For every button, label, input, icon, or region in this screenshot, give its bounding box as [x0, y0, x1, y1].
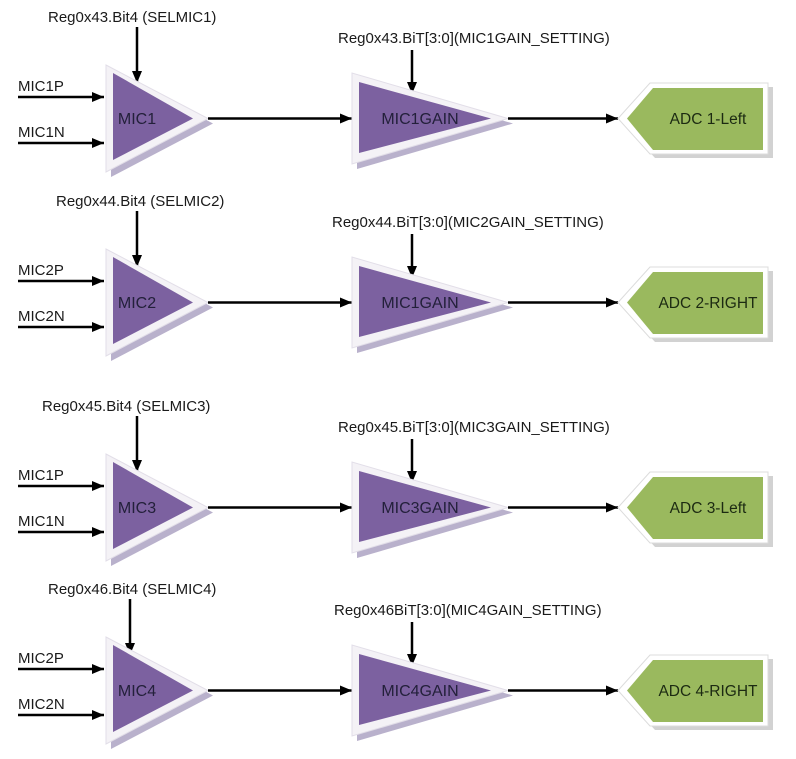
mic-amp-label: MIC4 [118, 683, 156, 700]
adc-label: ADC 3-Left [670, 500, 747, 517]
gain-amp-triangle [359, 266, 491, 337]
mic-amp-triangle [113, 257, 193, 344]
gain-register-annotation: Reg0x46BiT[3:0](MIC4GAIN_SETTING) [334, 602, 602, 619]
gain-amp-triangle [359, 82, 491, 153]
gain-register-annotation: Reg0x45.BiT[3:0](MIC3GAIN_SETTING) [338, 419, 610, 436]
mic-amp-triangle [113, 645, 193, 732]
sel-register-annotation: Reg0x45.Bit4 (SELMIC3) [42, 398, 210, 415]
mic-input-p-label: MIC2P [18, 262, 64, 279]
mic-input-n-label: MIC1N [18, 513, 65, 530]
mic-amp-label: MIC1 [118, 111, 156, 128]
gain-register-annotation: Reg0x44.BiT[3:0](MIC2GAIN_SETTING) [332, 214, 604, 231]
gain-amp-label: MIC1GAIN [381, 295, 458, 312]
mic-input-n-label: MIC2N [18, 308, 65, 325]
adc-label: ADC 1-Left [670, 111, 747, 128]
channel-2-row: Reg0x44.Bit4 (SELMIC2) Reg0x44.BiT[3:0](… [18, 193, 773, 361]
gain-amp-label: MIC1GAIN [381, 111, 458, 128]
mic-input-p-label: MIC1P [18, 78, 64, 95]
sel-register-annotation: Reg0x46.Bit4 (SELMIC4) [48, 581, 216, 598]
sel-register-annotation: Reg0x44.Bit4 (SELMIC2) [56, 193, 224, 210]
adc-block [627, 660, 763, 722]
gain-amp-triangle [359, 654, 491, 725]
sel-register-annotation: Reg0x43.Bit4 (SELMIC1) [48, 9, 216, 26]
mic-input-n-label: MIC1N [18, 124, 65, 141]
adc-label: ADC 4-RIGHT [658, 683, 758, 700]
channel-1-row: Reg0x43.Bit4 (SELMIC1) Reg0x43.BiT[3:0](… [18, 9, 773, 177]
gain-amp-triangle [359, 471, 491, 542]
gain-amp-label: MIC3GAIN [381, 500, 458, 517]
mic-amp-label: MIC3 [118, 500, 156, 517]
mic-amp-triangle [113, 73, 193, 160]
mic-input-n-label: MIC2N [18, 696, 65, 713]
adc-block [627, 88, 763, 150]
mic-input-p-label: MIC2P [18, 650, 64, 667]
adc-block [627, 477, 763, 539]
adc-block [627, 272, 763, 334]
mic-amp-triangle [113, 462, 193, 549]
channel-4-row: Reg0x46.Bit4 (SELMIC4) Reg0x46BiT[3:0](M… [18, 581, 773, 749]
adc-label: ADC 2-RIGHT [658, 295, 758, 312]
mic-amp-label: MIC2 [118, 295, 156, 312]
gain-amp-label: MIC4GAIN [381, 683, 458, 700]
mic-input-p-label: MIC1P [18, 467, 64, 484]
channel-3-row: Reg0x45.Bit4 (SELMIC3) Reg0x45.BiT[3:0](… [18, 398, 773, 566]
gain-register-annotation: Reg0x43.BiT[3:0](MIC1GAIN_SETTING) [338, 30, 610, 47]
